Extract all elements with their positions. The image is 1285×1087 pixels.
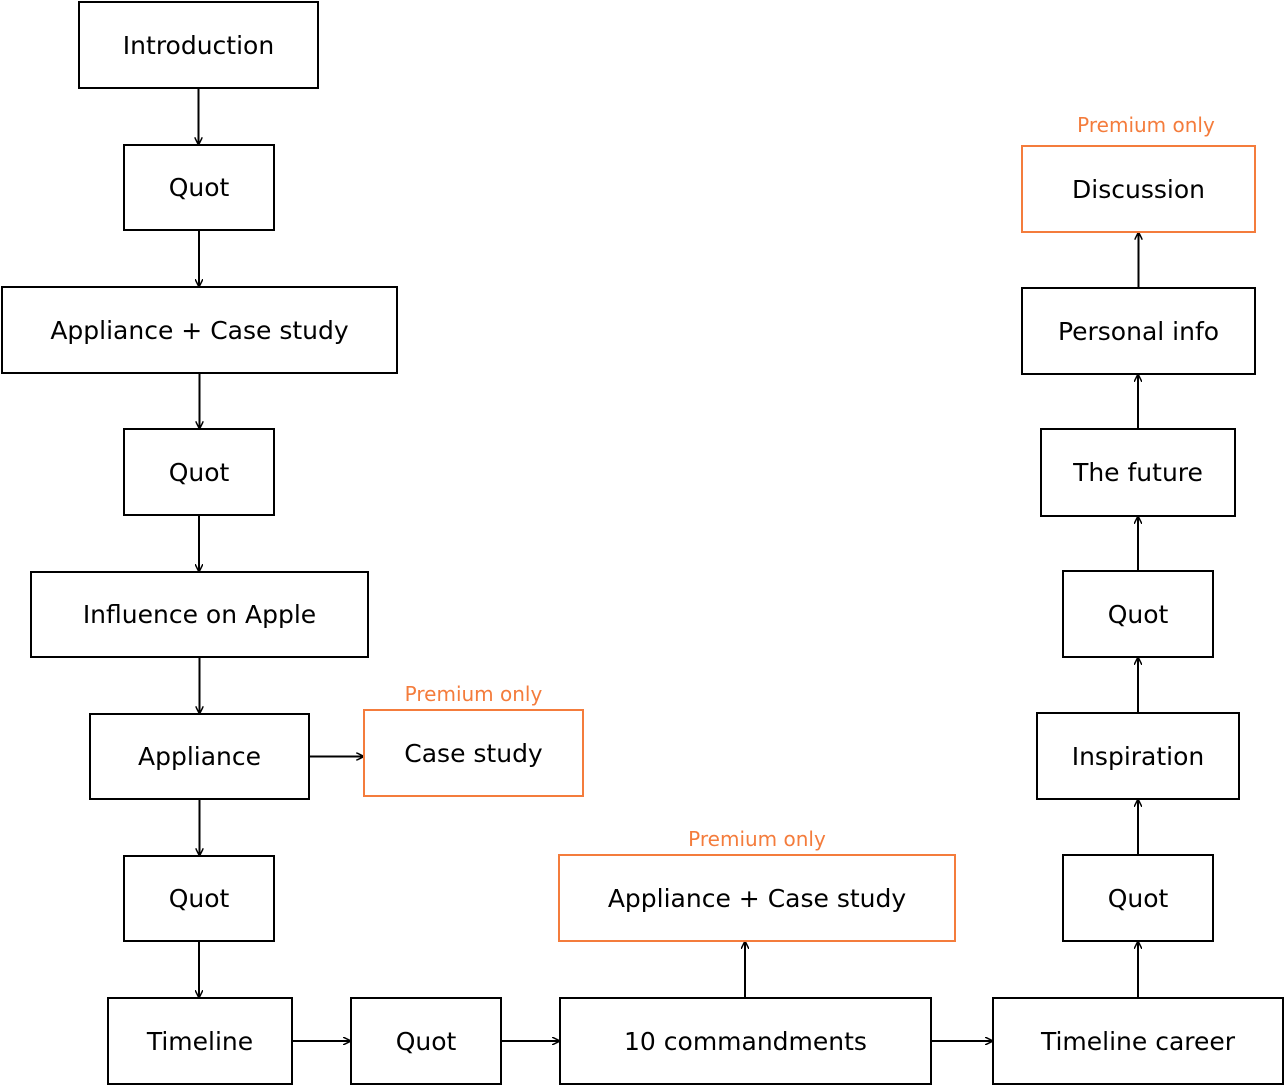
node-quot-1: Quot (123, 144, 275, 231)
node-quot-3: Quot (123, 855, 275, 942)
premium-only-tag-case-study: Premium only (404, 682, 543, 706)
node-influence-on-apple: Influence on Apple (30, 571, 369, 658)
node-discussion: Discussion (1021, 145, 1256, 233)
node-appliance: Appliance (89, 713, 310, 800)
node-10-commandments: 10 commandments (559, 997, 932, 1085)
node-personal-info: Personal info (1021, 287, 1256, 375)
node-quot-2: Quot (123, 428, 275, 516)
node-appliance-case-study-1: Appliance + Case study (1, 286, 398, 374)
node-appliance-case-study-2: Appliance + Case study (558, 854, 956, 942)
node-quot-6: Quot (1062, 570, 1214, 658)
node-the-future: The future (1040, 428, 1236, 517)
node-case-study: Case study (363, 709, 584, 797)
node-introduction: Introduction (78, 1, 319, 89)
node-inspiration: Inspiration (1036, 712, 1240, 800)
node-timeline-career: Timeline career (992, 997, 1284, 1085)
node-quot-4: Quot (350, 997, 502, 1085)
premium-only-tag-appliance-case-study: Premium only (688, 827, 826, 851)
premium-only-tag-discussion: Premium only (1077, 113, 1215, 137)
node-timeline: Timeline (107, 997, 293, 1085)
node-quot-5: Quot (1062, 854, 1214, 942)
